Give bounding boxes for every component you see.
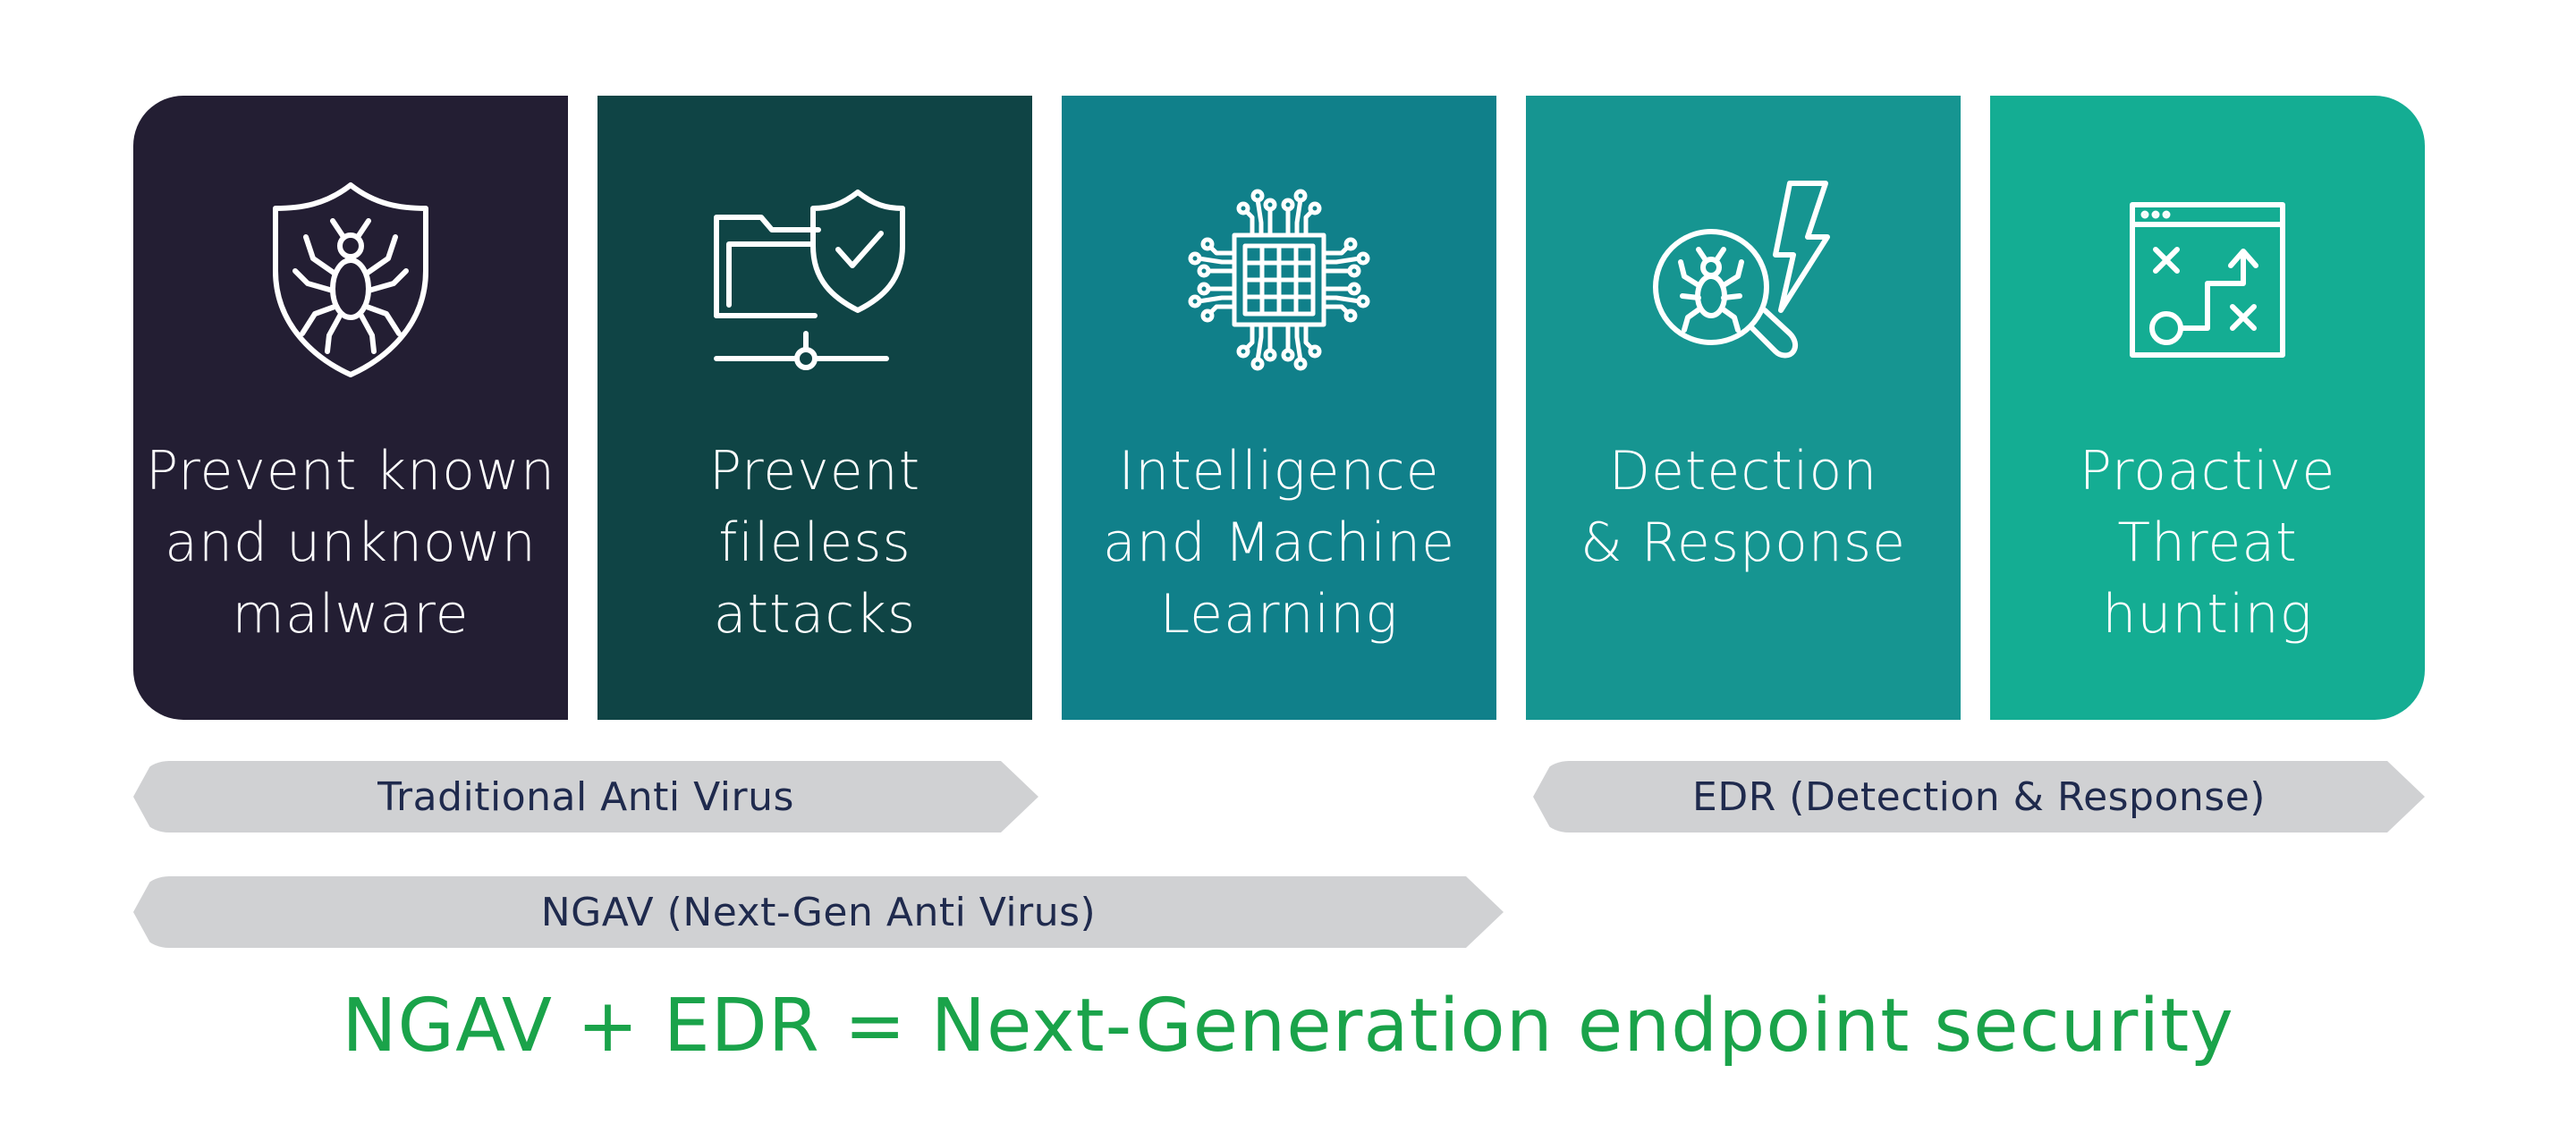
panel-label: Proactive Threat hunting [2079, 440, 2336, 646]
strategy-board-icon [2100, 173, 2315, 387]
panel-threat-hunting: Proactive Threat hunting [1990, 96, 2425, 720]
panel-detection-response: Detection & Response [1526, 96, 1961, 720]
ngav-label: NGAV (Next-Gen Anti Virus) [540, 889, 1097, 935]
panel-prevent-fileless: Prevent fileless attacks [597, 96, 1032, 720]
panel-label: Prevent known and unknown malware [145, 440, 556, 646]
spider-shield-icon [243, 173, 458, 387]
panel-label: Detection & Response [1580, 440, 1907, 574]
ngav-band: NGAV (Next-Gen Anti Virus) [133, 876, 1504, 948]
capability-panels: Prevent known and unknown malware Preven… [133, 96, 2425, 720]
traditional-antivirus-band: Traditional Anti Virus [133, 761, 1038, 832]
bug-search-lightning-icon [1636, 173, 1851, 387]
traditional-antivirus-label: Traditional Anti Virus [377, 773, 794, 820]
edr-label: EDR (Detection & Response) [1692, 773, 2266, 820]
cpu-chip-icon [1172, 173, 1386, 387]
tagline: NGAV + EDR = Next-Generation endpoint se… [342, 984, 2234, 1069]
edr-band: EDR (Detection & Response) [1533, 761, 2425, 832]
panel-prevent-malware: Prevent known and unknown malware [133, 96, 568, 720]
panel-intelligence-ml: Intelligence and Machine Learning [1062, 96, 1496, 720]
panel-label: Intelligence and Machine Learning [1102, 440, 1456, 646]
folder-shield-icon [708, 173, 922, 387]
panel-label: Prevent fileless attacks [708, 440, 921, 646]
